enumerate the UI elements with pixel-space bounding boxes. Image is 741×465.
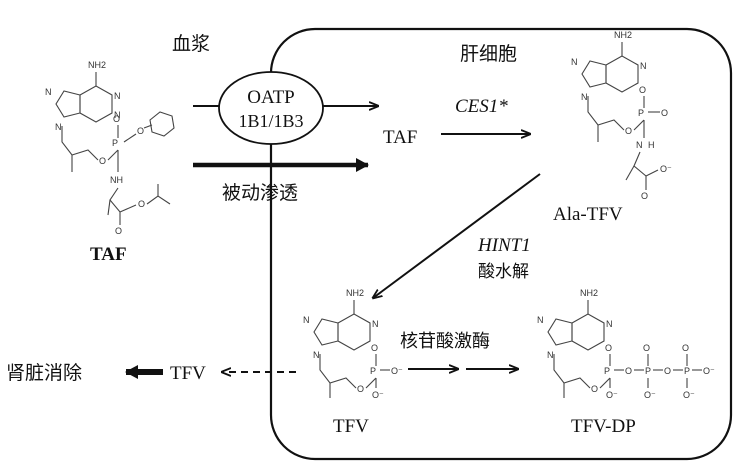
nucleotide-kinase-label: 核苷酸激酶 [400,331,490,352]
amine-atom: NH2 [614,30,632,40]
oxygen-atom: O [639,85,646,95]
oxide-atom: O⁻ [683,390,695,400]
oxide-atom: O⁻ [644,390,656,400]
taf-plasma-label: TAF [90,244,127,265]
nitrogen-atom: N [303,315,310,325]
oxygen-atom: O [371,343,378,353]
oxygen-atom: O [625,126,632,136]
oxygen-atom: O [643,343,650,353]
phosphorus-atom: P [112,138,118,148]
nitrogen-atom: N [636,140,643,150]
ala-tfv-structure: NH2 N N N O P O O H N O⁻ O [571,30,672,201]
oxygen-atom: O [357,384,364,394]
nitrogen-atom: N [372,319,379,329]
oxygen-atom: O [661,108,668,118]
nitrogen-atom: N [114,91,121,101]
tfv-cell-label: TFV [333,416,369,437]
oxygen-atom: O [682,343,689,353]
oxygen-atom: O [115,226,122,236]
nitrogen-atom: N [55,122,62,132]
oxide-atom: O⁻ [606,390,618,400]
oxygen-atom: O [605,343,612,353]
nitrogen-atom: N [606,319,613,329]
phosphorus-atom: P [645,366,651,376]
phosphorus-atom: P [638,108,644,118]
oxygen-atom: O [138,199,145,209]
oatp-transporter [218,71,324,145]
hepatocyte-label: 肝细胞 [460,43,517,65]
ces1-label: CES1* [455,96,508,117]
acid-hydrolysis-label: 酸水解 [478,262,529,282]
hint1-arrow [373,173,541,298]
tfv-structure: NH2 N N N O P O⁻ O O⁻ [303,288,403,400]
oxygen-atom: O [664,366,671,376]
amine-atom: NH [110,175,123,185]
nitrogen-atom: N [313,350,320,360]
nitrogen-atom: N [571,57,578,67]
plasma-label: 血浆 [172,33,210,55]
amine-atom: NH2 [346,288,364,298]
tfv-dp-label: TFV-DP [571,416,636,437]
amine-atom: NH2 [88,60,106,70]
phosphorus-atom: P [604,366,610,376]
oxide-atom: O⁻ [703,366,715,376]
passive-diffusion-label: 被动渗透 [222,182,298,204]
amine-atom: NH2 [580,288,598,298]
nitrogen-atom: N [581,92,588,102]
taf-structure: NH2 N N N N O P O O NH O O [45,60,175,236]
tfv-out-label: TFV [170,363,206,384]
phosphorus-atom: P [684,366,690,376]
nitrogen-atom: N [537,315,544,325]
hydrogen-atom: H [648,140,655,150]
tfv-dp-structure: NH2 N N N O P O O⁻ O P O O⁻ O P O O⁻ O⁻ [537,288,715,400]
oxide-atom: O⁻ [391,366,403,376]
oxide-atom: O⁻ [372,390,384,400]
nitrogen-atom: N [45,87,52,97]
ala-tfv-label: Ala-TFV [553,204,623,225]
oxygen-atom: O [99,156,106,166]
oxygen-atom: O [625,366,632,376]
phosphorus-atom: P [370,366,376,376]
oxide-atom: O⁻ [660,164,672,174]
oxygen-atom: O [641,191,648,201]
oatp-label-line1: OATP [247,87,295,108]
nitrogen-atom: N [114,110,121,120]
hint1-label: HINT1 [477,235,531,256]
hepatocyte-compartment [269,27,733,461]
nitrogen-atom: N [547,350,554,360]
oatp-label-line2: 1B1/1B3 [238,111,303,131]
renal-elimination-label: 肾脏消除 [6,362,82,384]
oxygen-atom: O [137,126,144,136]
taf-cell-label: TAF [383,127,417,148]
nitrogen-atom: N [640,61,647,71]
oxygen-atom: O [113,114,120,124]
oxygen-atom: O [591,384,598,394]
